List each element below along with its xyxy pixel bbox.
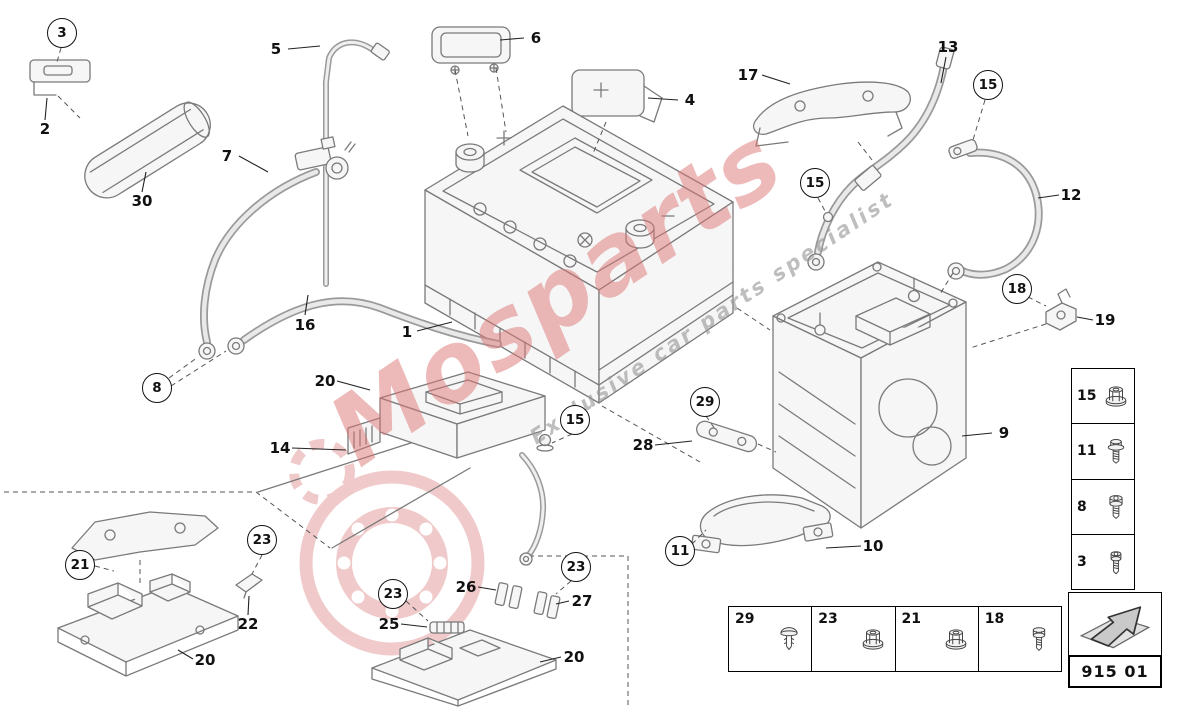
callout-circle-15-a[interactable]: 15 [973,70,1003,100]
part-5-vent-tube [323,39,390,287]
flange-nut-icon [945,629,966,650]
relay-plate-assembly-middle [371,582,561,707]
fastener-cell-label: 29 [735,611,755,627]
part-30-cover-sleeve [84,101,211,199]
callout-16[interactable]: 16 [294,316,316,334]
part-4-terminal-cover [571,69,663,123]
fastener-table-right: 15 11 8 [1071,368,1135,590]
callout-20-b[interactable]: 20 [194,651,216,669]
page-nav-button[interactable]: 915 01 [1068,592,1162,688]
page-arrow-icon [1068,592,1162,655]
part-12-cable [947,139,1043,280]
detail-region-lines [4,439,629,705]
part-2-clamp-plate [29,59,91,96]
callout-27[interactable]: 27 [571,592,593,610]
fastener-row-label: 3 [1077,553,1087,570]
callout-13[interactable]: 13 [937,38,959,56]
part-16-ground-cable [227,297,502,355]
part-22-clip [235,573,263,599]
hex-bolt-icon [1032,627,1046,651]
tray-clamp-block [855,277,931,346]
callout-20-c[interactable]: 20 [563,648,585,666]
callout-26[interactable]: 26 [455,578,477,596]
hex-flange-bolt-icon [1107,439,1125,465]
callout-20-a[interactable]: 20 [314,372,336,390]
callout-circle-11[interactable]: 11 [665,536,695,566]
part-7-positive-cable [198,136,356,360]
part-1-battery [424,105,734,404]
fastener-row-8[interactable]: 8 [1072,480,1134,535]
part-20-fuse-box [347,371,554,566]
callout-circle-21[interactable]: 21 [65,550,95,580]
fastener-cell-29[interactable]: 29 [729,607,813,671]
part-28-spacer-strip [696,420,758,453]
fastener-cell-label: 21 [901,611,921,627]
callout-9[interactable]: 9 [998,424,1010,442]
callout-12[interactable]: 12 [1060,186,1082,204]
watermark-wheel-graphic [289,439,485,656]
fastener-cell-18[interactable]: 18 [979,607,1061,671]
callout-circle-23-a[interactable]: 23 [247,525,277,555]
battery-handle-recess [519,137,653,214]
battery-clamp [294,136,356,180]
page-code: 915 01 [1068,655,1162,688]
callout-14[interactable]: 14 [269,439,291,457]
flange-nut-icon [862,629,883,650]
fastener-row-label: 15 [1077,388,1097,405]
battery-terminal-negative [625,215,675,249]
callout-30[interactable]: 30 [131,192,153,210]
relay-plate-assembly-left [57,511,239,677]
callout-circle-29[interactable]: 29 [690,387,720,417]
callout-25[interactable]: 25 [378,615,400,633]
fuses-27 [533,591,561,620]
part-6-cover-plate [431,26,511,75]
fuses-26 [494,582,523,610]
fastener-cell-label: 18 [984,611,1005,627]
callout-2[interactable]: 2 [39,120,51,138]
part-13-cable [807,46,955,271]
socket-head-bolt-icon [1109,494,1123,519]
fastener-row-3[interactable]: 3 [1072,535,1134,589]
fuse-strip-25 [429,621,465,634]
battery-terminal-positive [455,130,512,173]
fastener-row-label: 11 [1077,443,1097,460]
fuse-box-connector [347,417,381,455]
callout-circle-15-b[interactable]: 15 [800,168,830,198]
callout-circle-18[interactable]: 18 [1002,274,1032,304]
fastener-cell-label: 23 [818,611,838,627]
callout-19[interactable]: 19 [1094,311,1116,329]
fastener-table-bottom: 29 23 21 [728,606,1062,672]
fastener-row-11[interactable]: 11 [1072,424,1134,480]
fastener-row-15[interactable]: 15 [1072,369,1134,425]
assembly-dashed-lines [56,47,1047,622]
leader-lines [44,37,1094,663]
callout-10[interactable]: 10 [862,537,884,555]
fastener-cell-23[interactable]: 23 [812,607,896,671]
callout-circle-8[interactable]: 8 [142,373,172,403]
callout-22[interactable]: 22 [237,615,259,633]
callout-1[interactable]: 1 [401,323,413,341]
callout-28[interactable]: 28 [632,436,654,454]
fastener-row-label: 8 [1077,498,1087,515]
fastener-cell-21[interactable]: 21 [896,607,979,671]
torx-screw-icon [1110,551,1122,575]
part-10-retaining-bracket [690,494,834,554]
part-19-bracket [1045,288,1077,331]
callout-circle-23-c[interactable]: 23 [561,552,591,582]
callout-circle-3[interactable]: 3 [47,18,77,48]
callout-5[interactable]: 5 [270,40,282,58]
part-17-cover-bracket [752,81,911,147]
flange-nut-icon [1105,386,1127,407]
callout-6[interactable]: 6 [530,29,542,47]
callout-circle-23-b[interactable]: 23 [378,579,408,609]
callout-4[interactable]: 4 [684,91,696,109]
callout-7[interactable]: 7 [221,147,233,165]
part-9-battery-tray [772,261,967,529]
battery-vent-mark [577,232,593,248]
callout-circle-15-c[interactable]: 15 [560,405,590,435]
expanding-rivet-icon [780,627,798,651]
callout-17[interactable]: 17 [737,66,759,84]
